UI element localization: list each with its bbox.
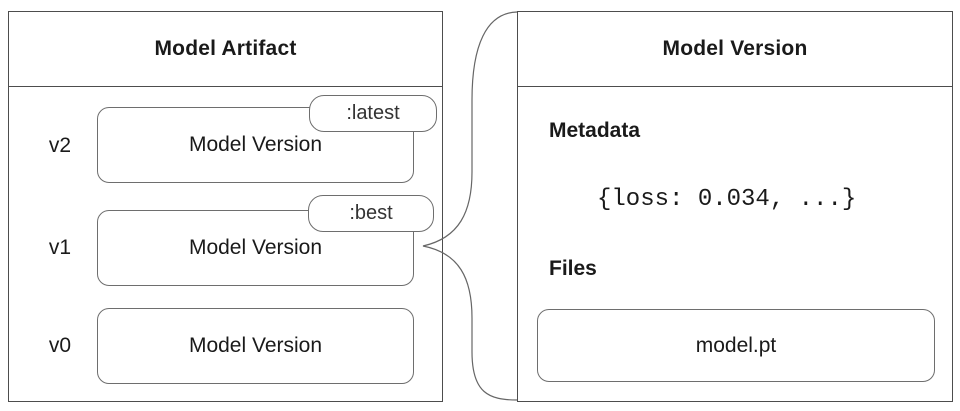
version-box-v0-label: Model Version: [188, 334, 323, 357]
tag-best-label: :best: [349, 202, 393, 224]
version-label-v0: v0: [48, 334, 72, 357]
file-box-model-pt: model.pt: [537, 309, 935, 382]
version-label-v2: v2: [48, 134, 72, 157]
file-name-label: model.pt: [695, 333, 777, 357]
tag-latest: :latest: [309, 95, 437, 132]
version-label-v1: v1: [48, 236, 72, 259]
model-artifact-panel-title: Model Artifact: [9, 12, 442, 87]
version-box-v2-label: Model Version: [188, 133, 323, 156]
metadata-value: {loss: 0.034, ...}: [597, 186, 857, 213]
tag-latest-label: :latest: [346, 102, 400, 124]
tag-best: :best: [308, 195, 434, 232]
model-version-panel-title: Model Version: [518, 12, 952, 87]
metadata-heading: Metadata: [549, 119, 641, 142]
files-heading: Files: [549, 257, 597, 280]
version-box-v0: Model Version: [97, 308, 414, 384]
version-box-v1-label: Model Version: [188, 236, 323, 259]
version-box-v2: Model Version: [97, 107, 414, 183]
